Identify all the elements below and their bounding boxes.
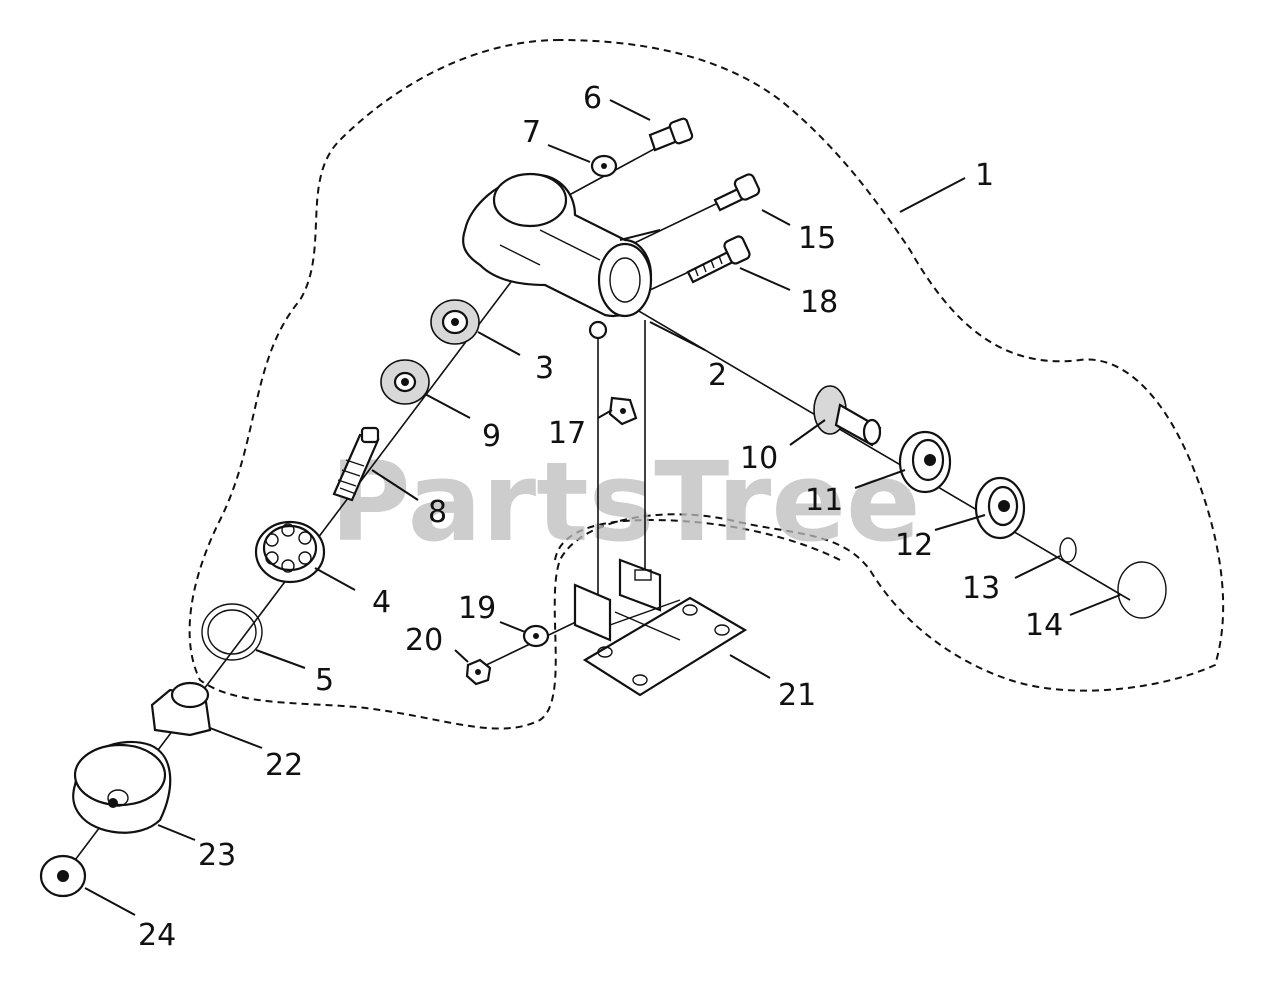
label-part-5: 5	[315, 663, 334, 698]
label-part-21: 21	[778, 678, 816, 713]
cup-23	[72, 740, 172, 834]
label-part-19: 19	[458, 591, 496, 626]
label-part-24: 24	[138, 918, 176, 953]
bearing-11	[898, 430, 952, 494]
cap-24	[39, 854, 87, 898]
label-part-4: 4	[372, 585, 391, 620]
label-part-18: 18	[800, 285, 838, 320]
label-part-11: 11	[805, 483, 843, 518]
bolt-6	[648, 117, 694, 152]
label-part-6: 6	[583, 81, 602, 116]
label-part-9: 9	[482, 419, 501, 454]
bearing-3	[430, 299, 480, 345]
label-part-3: 3	[535, 351, 554, 386]
assembly-boundary-bracket	[554, 518, 841, 561]
bolt-15	[713, 173, 761, 212]
screw-18	[686, 235, 751, 284]
washer-7	[590, 154, 618, 178]
label-part-8: 8	[428, 495, 447, 530]
label-part-13: 13	[962, 571, 1000, 606]
label-part-1: 1	[975, 158, 994, 193]
label-part-14: 14	[1025, 608, 1063, 643]
washer-19	[522, 624, 550, 648]
leader-lines	[84, 99, 1121, 916]
ball-bearing-4	[254, 520, 326, 584]
label-part-10: 10	[740, 441, 778, 476]
gear-9	[380, 359, 430, 405]
collar-22	[150, 681, 212, 737]
circlip-14	[1117, 561, 1167, 619]
label-part-17: 17	[548, 416, 586, 451]
spindle-8	[332, 426, 380, 502]
assembly-boundary-main	[188, 38, 1225, 730]
snap-ring-5	[201, 603, 263, 661]
bevel-gear-10	[813, 385, 882, 447]
watermark-text: PartsTree	[330, 438, 921, 566]
label-part-22: 22	[265, 748, 303, 783]
label-part-20: 20	[405, 623, 443, 658]
clip-17	[608, 396, 638, 426]
bearing-12	[974, 476, 1026, 540]
nut-20	[465, 658, 492, 686]
mounting-bracket-21	[573, 558, 748, 697]
label-part-2: 2	[708, 358, 727, 393]
label-part-23: 23	[198, 838, 236, 873]
label-part-15: 15	[798, 221, 836, 256]
label-part-12: 12	[895, 528, 933, 563]
label-part-7: 7	[522, 115, 541, 150]
part-labels: 1 2 3 4 5 6 7 8 9 10 11 12 13 14 15 17 1…	[138, 81, 1063, 953]
gear-case-housing	[462, 172, 653, 340]
small-ring-13	[1059, 537, 1077, 563]
